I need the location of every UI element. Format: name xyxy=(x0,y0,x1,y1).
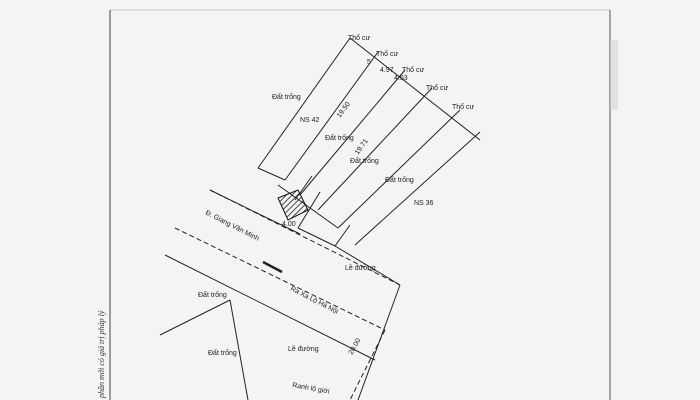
label-road-ra: Ra Xa Lộ Hà Nội xyxy=(289,286,339,316)
side-note: phần mới có giá trị pháp lý xyxy=(97,310,106,399)
label-le-duong-1: Lề đường xyxy=(345,263,376,272)
label-ns36: NS 36 xyxy=(414,200,434,207)
label-tho-cu-1: Thổ cư xyxy=(348,34,371,42)
label-tho-cu-3: Thổ cư xyxy=(402,66,425,74)
parcel-lines xyxy=(257,37,481,247)
dim-1971: 19.71 xyxy=(354,138,370,156)
label-dat-trong-bl2: Đất trống xyxy=(208,348,237,357)
label-tho-cu-4: Thổ cư xyxy=(426,84,449,92)
dim-453: 4.53 xyxy=(394,75,408,82)
label-dat-trong-right: Đất trống xyxy=(385,175,414,184)
scan-mark xyxy=(610,40,618,110)
label-le-duong-2: Lề đường xyxy=(288,344,319,353)
dim-5: 5 xyxy=(367,59,371,66)
label-dat-trong-mid2: Đất trống xyxy=(350,156,379,165)
dim-497: 4.97 xyxy=(380,67,394,74)
road-lines xyxy=(159,189,401,400)
dim-1950: 19.50 xyxy=(336,101,352,119)
label-ranh-lo-gioi: Ranh lộ giới xyxy=(292,382,331,396)
hatched-parcel xyxy=(277,189,309,221)
label-dat-trong-bl1: Đất trống xyxy=(198,290,227,299)
label-tho-cu-5: Thổ cư xyxy=(452,103,475,111)
label-tho-cu-2: Thổ cư xyxy=(376,50,399,58)
dim-400: 4.00 xyxy=(282,221,296,228)
label-dat-trong-mid1: Đất trống xyxy=(325,133,354,142)
label-ns42: NS 42 xyxy=(300,117,320,124)
label-dat-trong-left: Đất trống xyxy=(272,92,301,101)
